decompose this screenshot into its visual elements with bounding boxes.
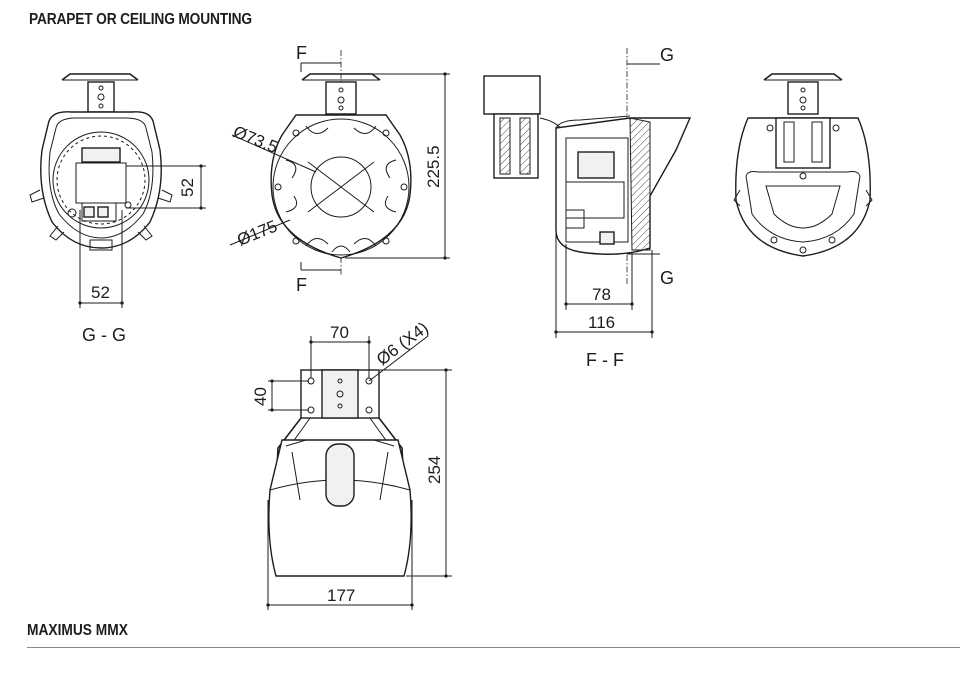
gg-dim-width: 52 [91,283,110,302]
top-dim-254: 254 [425,456,444,484]
front-dim-outer-dia: Ø175 [234,217,280,250]
top-dim-40: 40 [251,387,270,406]
ff-cut-top: G [660,45,674,65]
top-view: 70 Ø6 (X4) 40 254 177 [251,318,452,610]
top-dim-70: 70 [330,323,349,342]
page-heading: PARAPET OR CEILING MOUNTING [29,11,252,28]
footer-divider [27,647,960,648]
ff-dim-116: 116 [588,313,615,332]
top-dim-holes: Ø6 (X4) [373,318,432,369]
front-dim-inner-dia: Ø73.5 [231,122,281,157]
front-cut-bottom: F [296,275,307,295]
ff-cut-bottom: G [660,268,674,288]
gg-view-label: G - G [82,325,126,345]
ff-dim-78: 78 [592,285,611,304]
product-title: MAXIMUS MMX [27,622,128,639]
rear-view [733,73,873,257]
section-gg-view: 52 52 G - G [29,73,206,345]
ff-view-label: F - F [586,350,624,370]
front-cut-top: F [296,43,307,63]
front-dim-height: 225.5 [424,145,443,188]
top-dim-177: 177 [327,586,355,605]
gg-dim-height: 52 [178,178,197,197]
front-view: F Ø73.5 Ø175 225.5 F [229,43,450,295]
section-ff-view: G G 78 116 F - F [483,45,692,370]
